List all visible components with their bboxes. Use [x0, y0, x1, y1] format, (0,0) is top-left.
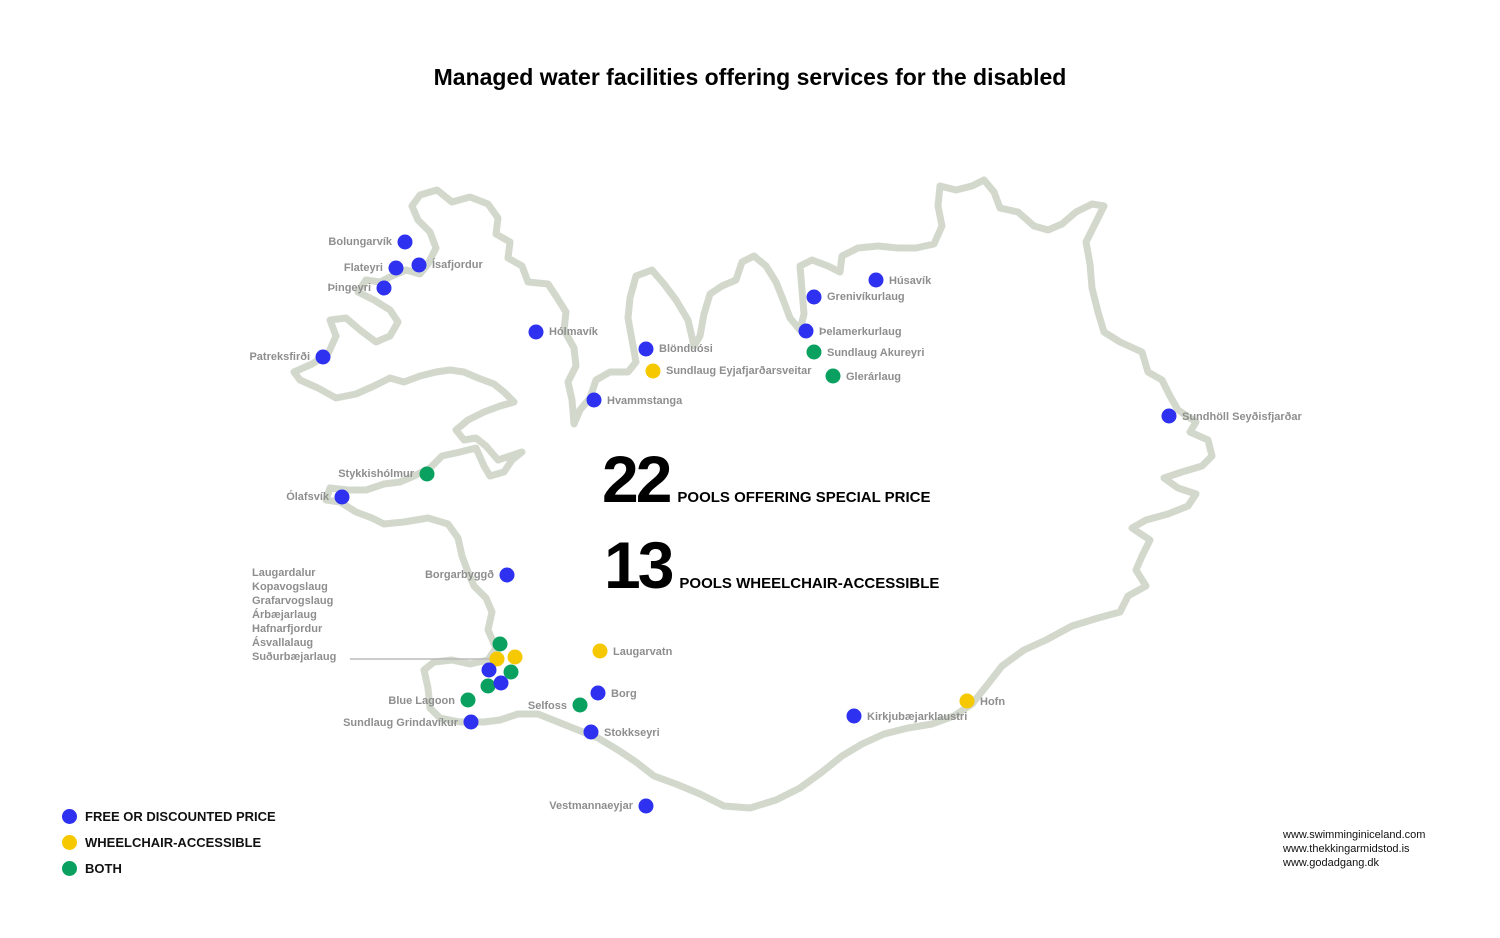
facility-label: Sundlaug Eyjafjarðarsveitar [666, 365, 812, 377]
facility-label: Bolungarvík [328, 236, 392, 248]
facility-label: Sundhöll Seyðisfjarðar [1182, 411, 1303, 423]
facility-label: Sundlaug Grindavíkur [343, 717, 459, 729]
facility-marker [846, 708, 862, 724]
facility-marker [825, 368, 841, 384]
facility-label: Sundlaug Akureyri [827, 347, 924, 359]
facility-label: Hofn [980, 696, 1005, 708]
facility-marker [572, 697, 588, 713]
capital-area-marker [503, 664, 519, 680]
legend-dot-blue [62, 808, 77, 824]
capital-area-marker [480, 678, 496, 694]
facility-label: Flateyri [344, 262, 383, 274]
capital-area-list: Laugardalur Kopavogslaug Grafarvogslaug … [252, 566, 336, 664]
facility-label: Hólmavík [549, 326, 599, 338]
legend-label: BOTH [85, 860, 122, 876]
stat-label: POOLS WHEELCHAIR-ACCESSIBLE [679, 575, 940, 592]
capital-pool-name: Ásvallalaug [252, 637, 314, 649]
facility-marker [592, 643, 608, 659]
facility-marker [411, 257, 427, 273]
legend-dot-yellow [62, 834, 77, 850]
capital-area-marker [481, 662, 497, 678]
facility-marker [463, 714, 479, 730]
facility-label: Vestmannaeyjar [549, 800, 633, 812]
legend-label: FREE OR DISCOUNTED PRICE [85, 808, 276, 824]
facility-label: Ísafjordur [432, 258, 483, 271]
facility-label: Ólafsvík [286, 490, 330, 503]
capital-pool-name: Laugardalur [252, 567, 316, 579]
facility-marker [590, 685, 606, 701]
legend-item-wheelchair: WHEELCHAIR-ACCESSIBLE [62, 829, 276, 855]
facility-label: Selfoss [528, 700, 567, 712]
facility-marker [645, 363, 661, 379]
facility-marker [528, 324, 544, 340]
capital-pool-name: Árbæjarlaug [252, 609, 317, 621]
capital-area-marker [492, 636, 508, 652]
facility-marker [419, 466, 435, 482]
stat-label: POOLS OFFERING SPECIAL PRICE [677, 489, 931, 506]
stat-number: 13 [604, 528, 674, 602]
capital-pool-name: Grafarvogslaug [252, 595, 334, 607]
facility-marker [806, 344, 822, 360]
legend-label: WHEELCHAIR-ACCESSIBLE [85, 834, 262, 850]
legend: FREE OR DISCOUNTED PRICE WHEELCHAIR-ACCE… [62, 803, 276, 881]
source-link: www.godadgang.dk [1283, 857, 1380, 869]
source-link: www.thekkingarmidstod.is [1283, 843, 1410, 855]
capital-area-marker [507, 649, 523, 665]
facility-marker [798, 323, 814, 339]
facility-marker [638, 798, 654, 814]
facility-marker [1161, 408, 1177, 424]
legend-item-free: FREE OR DISCOUNTED PRICE [62, 803, 276, 829]
facility-marker [583, 724, 599, 740]
facility-label: Glerárlaug [846, 371, 901, 383]
capital-area-marker [489, 651, 505, 667]
map-title: Managed water facilities offering servic… [433, 64, 1067, 90]
facility-marker [586, 392, 602, 408]
capital-area-marker [493, 675, 509, 691]
facility-label: Stokkseyri [604, 727, 660, 739]
facility-marker [806, 289, 822, 305]
facility-marker [334, 489, 350, 505]
facility-marker [959, 693, 975, 709]
stat-special-price: 22 POOLS OFFERING SPECIAL PRICE [602, 446, 931, 512]
facility-marker [376, 280, 392, 296]
legend-dot-green [62, 860, 77, 876]
facility-label: Borg [611, 688, 637, 700]
capital-pool-name: Kopavogslaug [252, 581, 328, 593]
facility-label: Þelamerkurlaug [819, 326, 902, 338]
legend-item-both: BOTH [62, 855, 276, 881]
facility-marker [397, 234, 413, 250]
facility-marker [499, 567, 515, 583]
facility-label: Grenivíkurlaug [827, 291, 905, 303]
source-link: www.swimminginiceland.com [1283, 829, 1426, 841]
facility-label: Blönduósi [659, 343, 713, 355]
capital-pool-name: Hafnarfjordur [252, 623, 323, 635]
facility-marker [388, 260, 404, 276]
facility-label: Stykkishólmur [338, 468, 415, 480]
facility-label: Hvammstanga [607, 395, 683, 407]
sources: www.swimminginiceland.com www.thekkingar… [1283, 828, 1425, 870]
facility-label: Borgarbyggð [425, 569, 494, 581]
facility-label: Þingeyri [328, 282, 371, 294]
capital-pool-name: Suðurbæjarlaug [252, 651, 337, 663]
facility-marker [315, 349, 331, 365]
iceland-outline [290, 176, 1216, 812]
facility-marker [638, 341, 654, 357]
stat-wheelchair: 13 POOLS WHEELCHAIR-ACCESSIBLE [604, 532, 939, 598]
facility-marker [460, 692, 476, 708]
facility-label: Húsavík [889, 275, 932, 287]
facility-marker [868, 272, 884, 288]
facility-label: Blue Lagoon [388, 695, 455, 707]
facility-label: Laugarvatn [613, 646, 673, 658]
stat-number: 22 [602, 442, 672, 516]
facility-label: Kirkjubæjarklaustri [867, 711, 967, 723]
facility-label: Patreksfirði [249, 351, 310, 363]
